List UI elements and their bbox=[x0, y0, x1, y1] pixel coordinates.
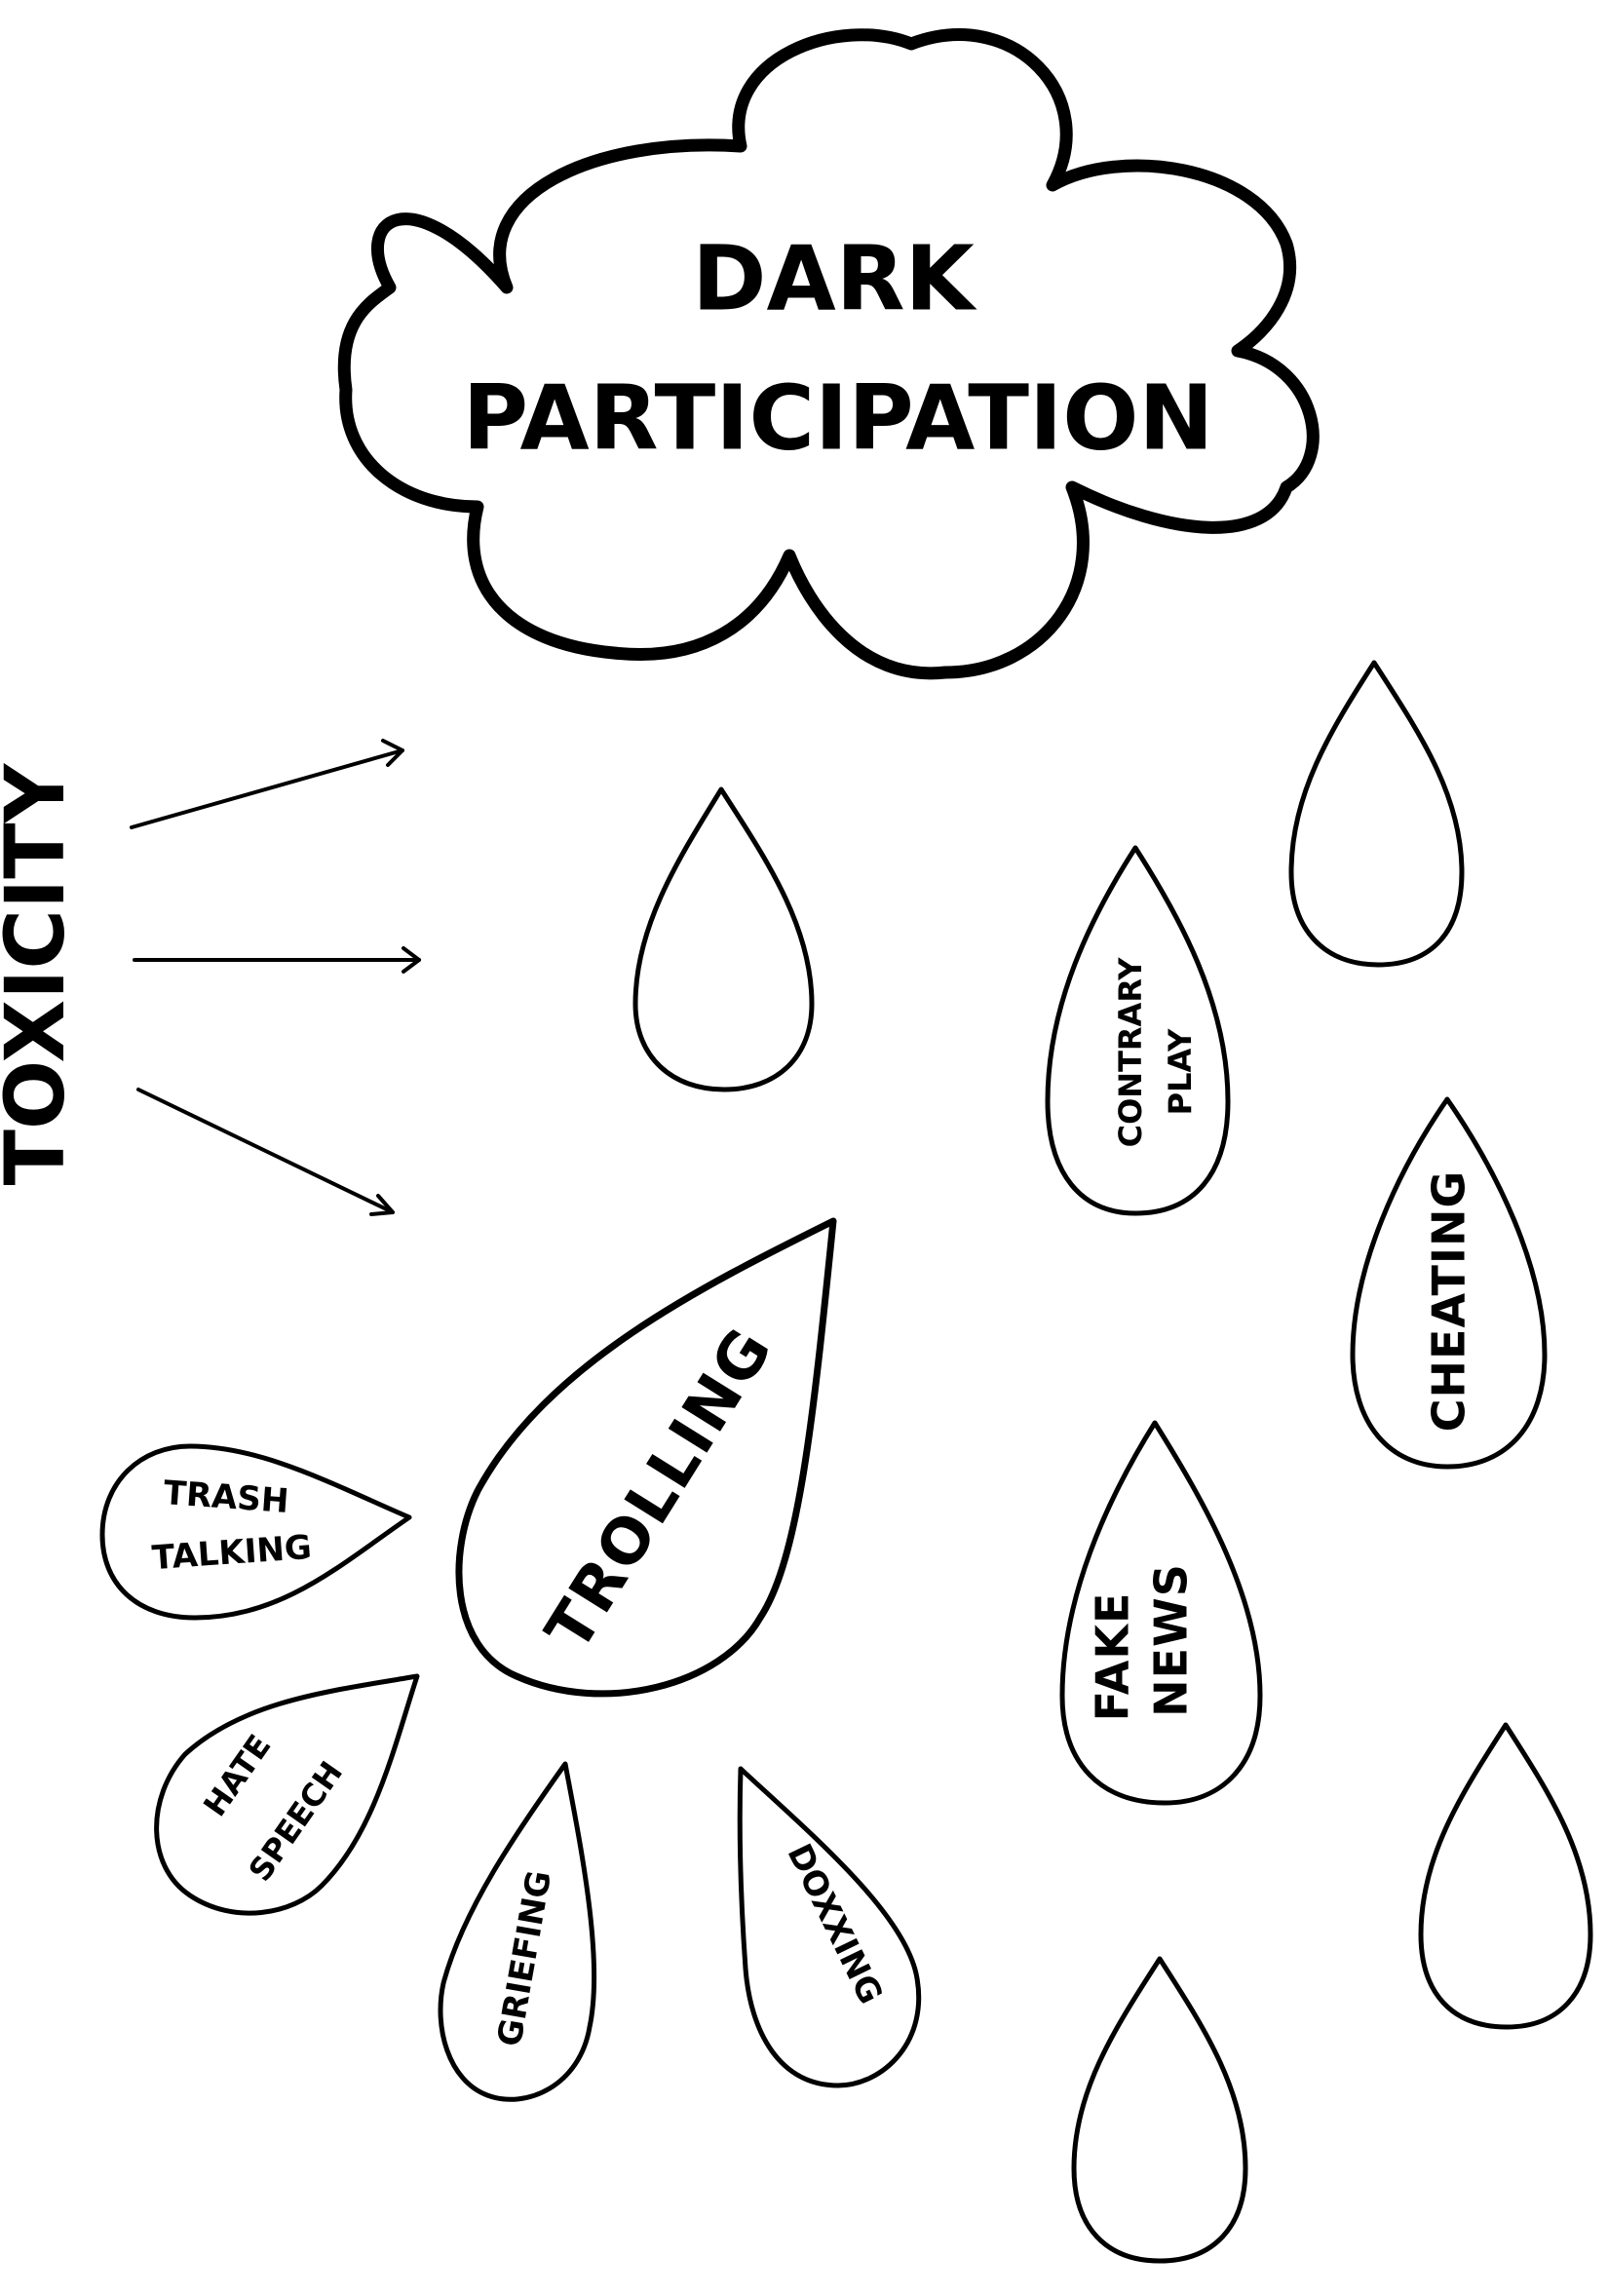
cloud-title-line2: PARTICIPATION bbox=[463, 365, 1214, 470]
raindrop-trash-talking: TRASH TALKING bbox=[99, 1443, 412, 1621]
arrow-upper bbox=[130, 739, 404, 829]
raindrop-hate-speech: HATE SPEECH bbox=[154, 1673, 420, 1916]
label-trash-talking-line1: TRASH bbox=[163, 1473, 290, 1521]
label-fake-news-line2: NEWS bbox=[1145, 1563, 1198, 1717]
raindrop-cheating: CHEATING bbox=[1350, 1096, 1548, 1470]
empty-raindrop bbox=[1288, 660, 1465, 968]
label-fake-news-line1: FAKE bbox=[1087, 1592, 1139, 1722]
cloud-title-line1: DARK bbox=[692, 226, 977, 330]
cloud-outline bbox=[337, 28, 1320, 680]
label-contrary-play-line2: PLAY bbox=[1162, 1028, 1199, 1116]
label-cheating: CHEATING bbox=[1423, 1170, 1475, 1432]
toxicity-label: TOXICITY bbox=[0, 762, 83, 1185]
empty-raindrop bbox=[632, 786, 815, 1092]
cloud: DARK PARTICIPATION bbox=[337, 28, 1320, 680]
raindrop-fake-news: FAKE NEWS bbox=[1059, 1420, 1263, 1806]
raindrop-griefing: GRIEFING bbox=[438, 1761, 597, 2102]
empty-raindrop bbox=[1418, 1722, 1593, 2030]
raindrop-trolling: TROLLING bbox=[455, 1217, 837, 1698]
arrow-middle bbox=[133, 946, 421, 974]
arrow-lower bbox=[136, 1088, 395, 1216]
empty-raindrop bbox=[1071, 1956, 1248, 2264]
label-contrary-play-line1: CONTRARY bbox=[1112, 957, 1149, 1148]
raindrop-doxxing: DOXXING bbox=[737, 1766, 922, 2088]
toxicity-arrows bbox=[130, 739, 421, 1216]
raindrop-contrary-play: CONTRARY PLAY bbox=[1045, 845, 1231, 1216]
